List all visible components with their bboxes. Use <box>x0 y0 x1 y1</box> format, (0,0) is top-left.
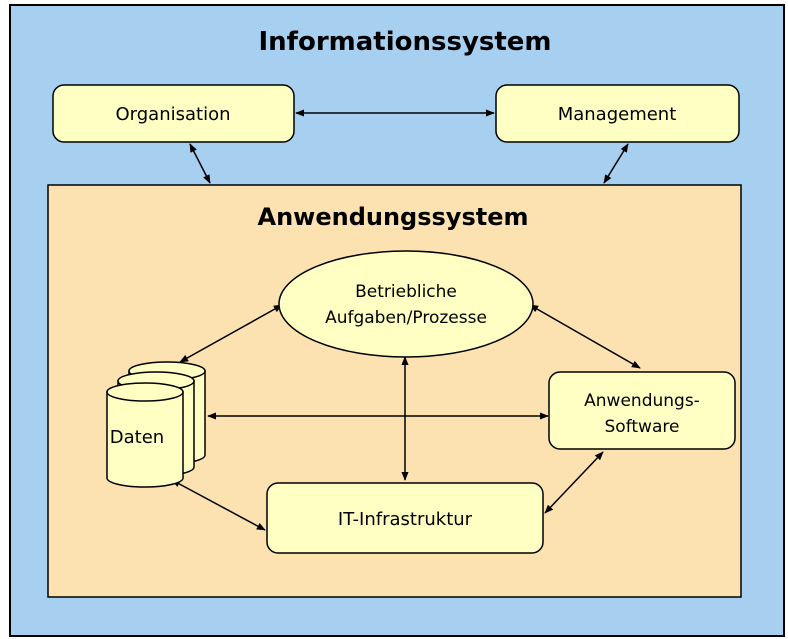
arrow-processes-software <box>529 304 641 369</box>
management-box[interactable] <box>495 84 740 143</box>
it-infrastructure-label: IT-Infrastruktur <box>338 509 473 530</box>
arrow-software-infrastructure <box>544 451 604 514</box>
software-label-line2: Software <box>605 417 680 437</box>
it-infrastructure-box[interactable] <box>266 482 544 554</box>
software-box[interactable] <box>548 371 736 450</box>
inner-title: Anwendungssystem <box>258 203 529 231</box>
organisation-box[interactable] <box>52 84 295 143</box>
processes-ellipse[interactable] <box>278 250 534 358</box>
arrow-management-application <box>603 143 629 184</box>
processes-label-line1: Betriebliche <box>355 282 457 302</box>
arrow-organisation-application <box>189 143 211 184</box>
data-label: Daten <box>110 427 164 448</box>
connector-arrows <box>171 109 641 531</box>
outer-title: Informationssystem <box>258 27 551 57</box>
processes-label-line2: Aufgaben/Prozesse <box>325 308 487 328</box>
database-cylinders-icon[interactable] <box>106 361 206 488</box>
arrow-data-infrastructure <box>171 479 266 531</box>
software-label-line1: Anwendungs- <box>584 391 700 411</box>
organisation-label: Organisation <box>115 104 230 125</box>
management-label: Management <box>558 104 677 125</box>
arrow-processes-data <box>179 304 283 363</box>
